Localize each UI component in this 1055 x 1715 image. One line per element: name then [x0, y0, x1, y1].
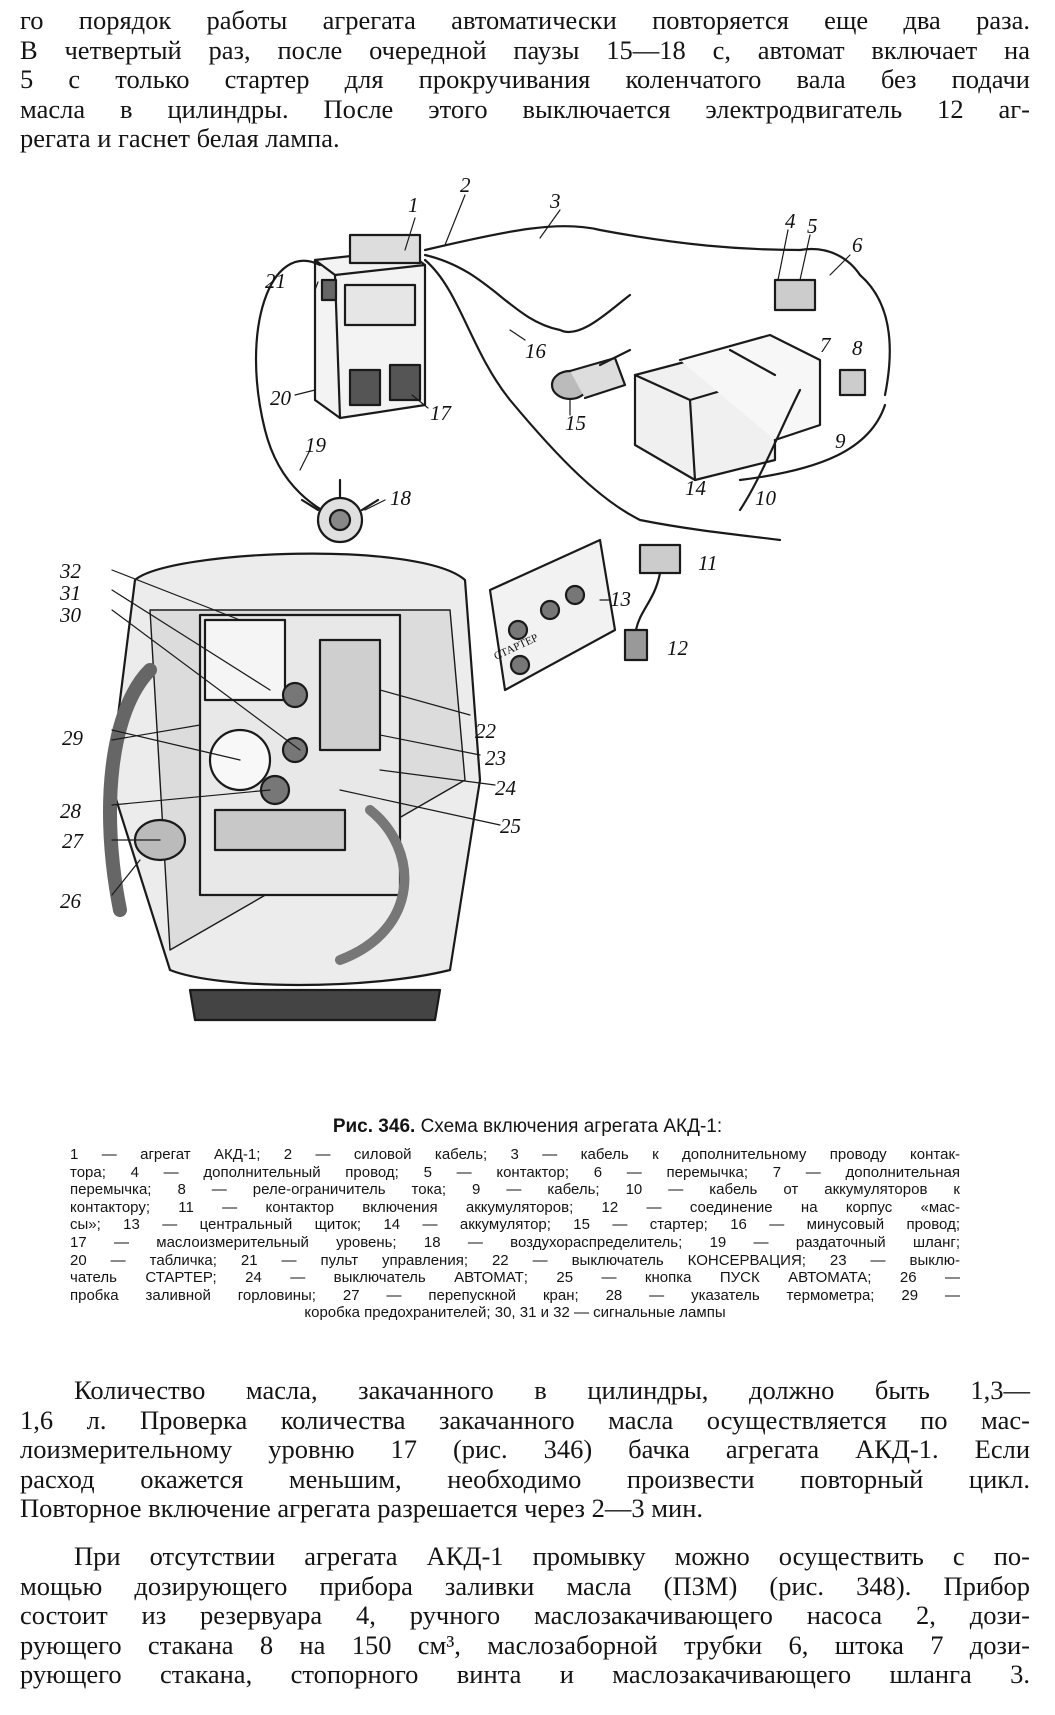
callout-23: 23 — [485, 746, 506, 770]
text-line: лоизмерительному уровню 17 (рис. 346) ба… — [20, 1434, 1030, 1464]
callout-28: 28 — [60, 799, 82, 823]
figure-caption-title: Рис. 346. Схема включения агрегата АКД-1… — [0, 1116, 1055, 1138]
callout-15: 15 — [565, 411, 586, 435]
callout-22: 22 — [475, 719, 497, 743]
callout-1: 1 — [408, 193, 419, 217]
air-distributor-drawing — [300, 478, 380, 544]
text-line: Количество масла, закачанного в цилиндры… — [74, 1375, 1030, 1405]
callout-20: 20 — [270, 386, 292, 410]
callout-16: 16 — [525, 339, 547, 363]
callout-6: 6 — [852, 233, 863, 257]
callout-12: 12 — [667, 636, 689, 660]
text-line: масла в цилиндры. После этого выключаетс… — [20, 93, 1030, 124]
callout-26: 26 — [60, 889, 82, 913]
wiring-diagram-figure: 1 2 3 4 5 6 7 8 9 10 11 12 13 14 15 16 1… — [59, 173, 891, 1022]
bottom-paragraph: При отсутствии агрегата АКД-1 промывку м… — [20, 1541, 1030, 1690]
legend-line: перемычка; 8 — реле-ограничитель тока; 9… — [70, 1181, 960, 1199]
middle-paragraph: Количество масла, закачанного в цилиндры… — [20, 1375, 1030, 1524]
central-panel-drawing — [488, 538, 617, 692]
text-line: регата и гаснет белая лампа. — [20, 123, 340, 153]
text-line: рующего стакана, стопорного винта и масл… — [20, 1659, 1030, 1689]
callout-17: 17 — [430, 401, 453, 425]
callout-18: 18 — [390, 486, 412, 510]
figure-legend: 1 — агрегат АКД-1; 2 — силовой кабель; 3… — [70, 1146, 960, 1322]
callout-21: 21 — [265, 269, 286, 293]
text-line: 5 с только стартер для прокручивания кол… — [20, 64, 1030, 94]
legend-line: коробка предохранителей; 30, 31 и 32 — с… — [304, 1304, 726, 1322]
figure-number: Рис. 346. — [332, 1116, 416, 1137]
legend-line: пробка заливной горловины; 27 — перепуск… — [70, 1286, 960, 1304]
callout-2: 2 — [460, 173, 471, 197]
text-line: 1,6 л. Проверка количества закачанного м… — [20, 1404, 1030, 1435]
legend-line: 17 — маслоизмерительный уровень; 18 — во… — [70, 1233, 960, 1251]
legend-line: 20 — табличка; 21 — пульт управления; 22… — [70, 1251, 960, 1269]
callout-25: 25 — [500, 814, 521, 838]
akd-unit-drawing — [313, 233, 427, 420]
starter-drawing — [550, 348, 632, 401]
text-line: состоит из резервуара 4, ручного маслоза… — [20, 1600, 1030, 1630]
callout-10: 10 — [755, 486, 777, 510]
legend-line: 1 — агрегат АКД-1; 2 — силовой кабель; 3… — [70, 1146, 960, 1163]
callout-4: 4 — [785, 209, 796, 233]
callout-24: 24 — [495, 776, 517, 800]
open-unit-drawing — [103, 552, 482, 1022]
callout-32: 32 — [59, 559, 82, 583]
top-paragraph: го порядок работы агрегата автоматически… — [20, 5, 1030, 154]
legend-line: сы»; 13 — центральный щиток; 14 — аккуму… — [70, 1216, 960, 1234]
callout-29: 29 — [62, 726, 84, 750]
callout-7: 7 — [820, 333, 832, 357]
callout-13: 13 — [610, 587, 631, 611]
text-line: В четвертый раз, после очередной паузы 1… — [20, 34, 1030, 65]
legend-line: чатель СТАРТЕР; 24 — выключатель АВТОМАТ… — [70, 1269, 960, 1287]
text-line: рующего стакана 8 на 150 см³, маслозабор… — [20, 1629, 1030, 1660]
text-line: Повторное включение агрегата разрешается… — [20, 1493, 704, 1523]
battery-drawing — [633, 333, 822, 482]
text-line: расход окажется меньшим, необходимо прои… — [20, 1463, 1030, 1494]
text-line: го порядок работы агрегата автоматически… — [20, 5, 1030, 35]
callout-3: 3 — [549, 189, 561, 213]
figure-title: Схема включения агрегата АКД-1: — [420, 1116, 723, 1137]
callout-31: 31 — [59, 581, 81, 605]
callout-9: 9 — [835, 429, 846, 453]
legend-line: тора; 4 — дополнительный провод; 5 — кон… — [70, 1163, 960, 1181]
callout-8: 8 — [852, 336, 863, 360]
text-line: При отсутствии агрегата АКД-1 промывку м… — [74, 1541, 1030, 1571]
callout-14: 14 — [685, 476, 707, 500]
legend-line: контактору; 11 — контактор включения акк… — [70, 1198, 960, 1216]
text-line: мощью дозирующего прибора заливки масла … — [20, 1570, 1030, 1601]
callout-30: 30 — [59, 603, 82, 627]
callout-5: 5 — [807, 214, 818, 238]
callout-27: 27 — [62, 829, 85, 853]
callout-11: 11 — [698, 551, 717, 575]
callout-19: 19 — [305, 433, 327, 457]
